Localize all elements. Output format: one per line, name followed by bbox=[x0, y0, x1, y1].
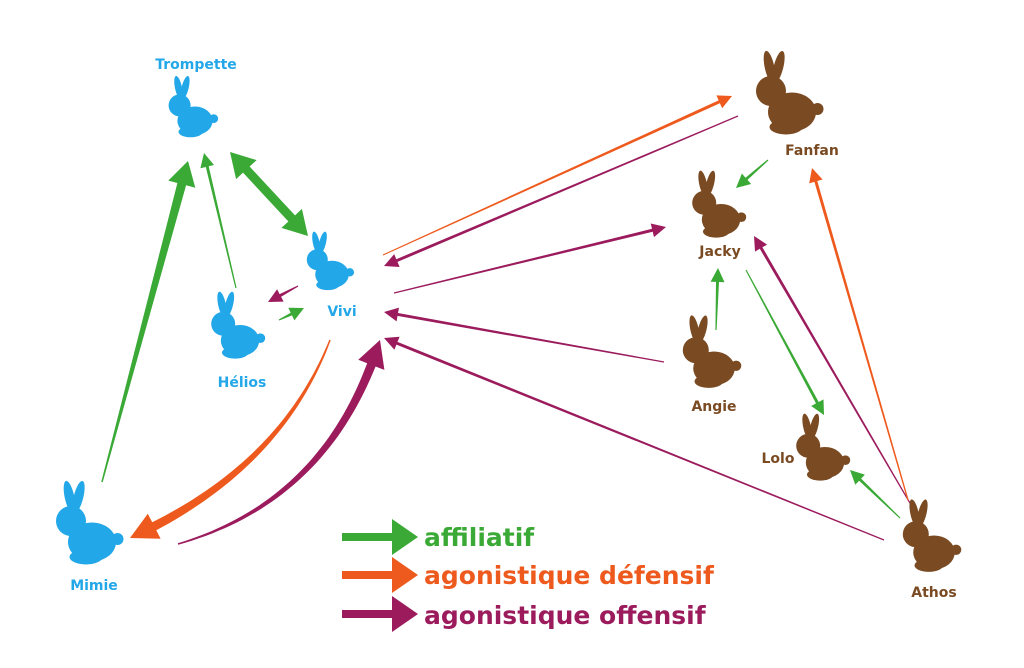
legend-offensif-label: agonistique offensif bbox=[424, 601, 707, 630]
legend-affiliatif-arrow bbox=[342, 519, 418, 555]
arrow-mimie-to-trompette-affiliatif bbox=[101, 161, 196, 483]
arrow-vivi-to-mimie-agonistique-defensif bbox=[130, 339, 331, 539]
arrows-layer bbox=[101, 95, 915, 545]
arrow-vivi-to-jacky-agonistique-offensif bbox=[393, 223, 666, 294]
arrow-angie-to-jacky-affiliatif bbox=[710, 268, 725, 330]
helios-label: Hélios bbox=[218, 375, 267, 391]
arrow-athos-to-jacky-agonistique-offensif bbox=[754, 236, 915, 511]
arrow-jacky-to-lolo-affiliatif bbox=[745, 269, 824, 415]
mimie-rabbit-icon bbox=[56, 479, 124, 565]
arrow-vivi-to-helios-agonistique-offensif bbox=[268, 285, 299, 302]
helios-rabbit-icon bbox=[211, 290, 266, 359]
mimie-label: Mimie bbox=[70, 578, 118, 594]
legend: affiliatif agonistique défensif agonisti… bbox=[342, 519, 715, 632]
angie-rabbit-icon bbox=[682, 314, 742, 388]
lolo-label: Lolo bbox=[762, 451, 795, 467]
trompette-label: Trompette bbox=[155, 57, 237, 73]
jacky-rabbit-icon bbox=[692, 169, 747, 238]
legend-defensif-label: agonistique défensif bbox=[424, 561, 715, 590]
trompette-rabbit-icon bbox=[168, 75, 219, 138]
lolo-rabbit-icon bbox=[796, 412, 851, 481]
arrow-fanfan-to-jacky-affiliatif bbox=[736, 159, 769, 188]
nodes-layer: Trompette Vivi Hélios Mimie Fanfan Jacky… bbox=[56, 49, 962, 601]
arrow-helios-to-trompette-affiliatif bbox=[200, 153, 237, 289]
arrow-vivi-to-fanfan-agonistique-defensif bbox=[382, 95, 732, 256]
fanfan-rabbit-icon bbox=[756, 49, 824, 135]
arrow-angie-to-vivi-agonistique-offensif bbox=[384, 307, 665, 363]
athos-rabbit-icon bbox=[902, 498, 962, 572]
arrow-mimie-to-vivi-agonistique-offensif bbox=[177, 340, 385, 545]
arrow-athos-to-vivi-agonistique-offensif bbox=[384, 336, 885, 541]
fanfan-label: Fanfan bbox=[785, 143, 839, 159]
legend-affiliatif-label: affiliatif bbox=[424, 523, 535, 552]
vivi-rabbit-icon bbox=[306, 230, 355, 291]
angie-label: Angie bbox=[691, 399, 736, 415]
legend-offensif-arrow bbox=[342, 596, 418, 632]
arrow-trompette-to-vivi-affiliatif bbox=[230, 152, 308, 236]
arrow-athos-to-lolo-affiliatif bbox=[850, 470, 901, 519]
vivi-label: Vivi bbox=[327, 304, 356, 320]
arrow-fanfan-to-vivi-agonistique-offensif bbox=[384, 115, 739, 268]
legend-defensif-arrow bbox=[342, 557, 418, 593]
athos-label: Athos bbox=[911, 585, 956, 601]
arrow-helios-to-vivi-affiliatif bbox=[278, 307, 304, 321]
arrow-athos-to-fanfan-agonistique-defensif bbox=[809, 168, 909, 501]
jacky-label: Jacky bbox=[698, 244, 740, 260]
